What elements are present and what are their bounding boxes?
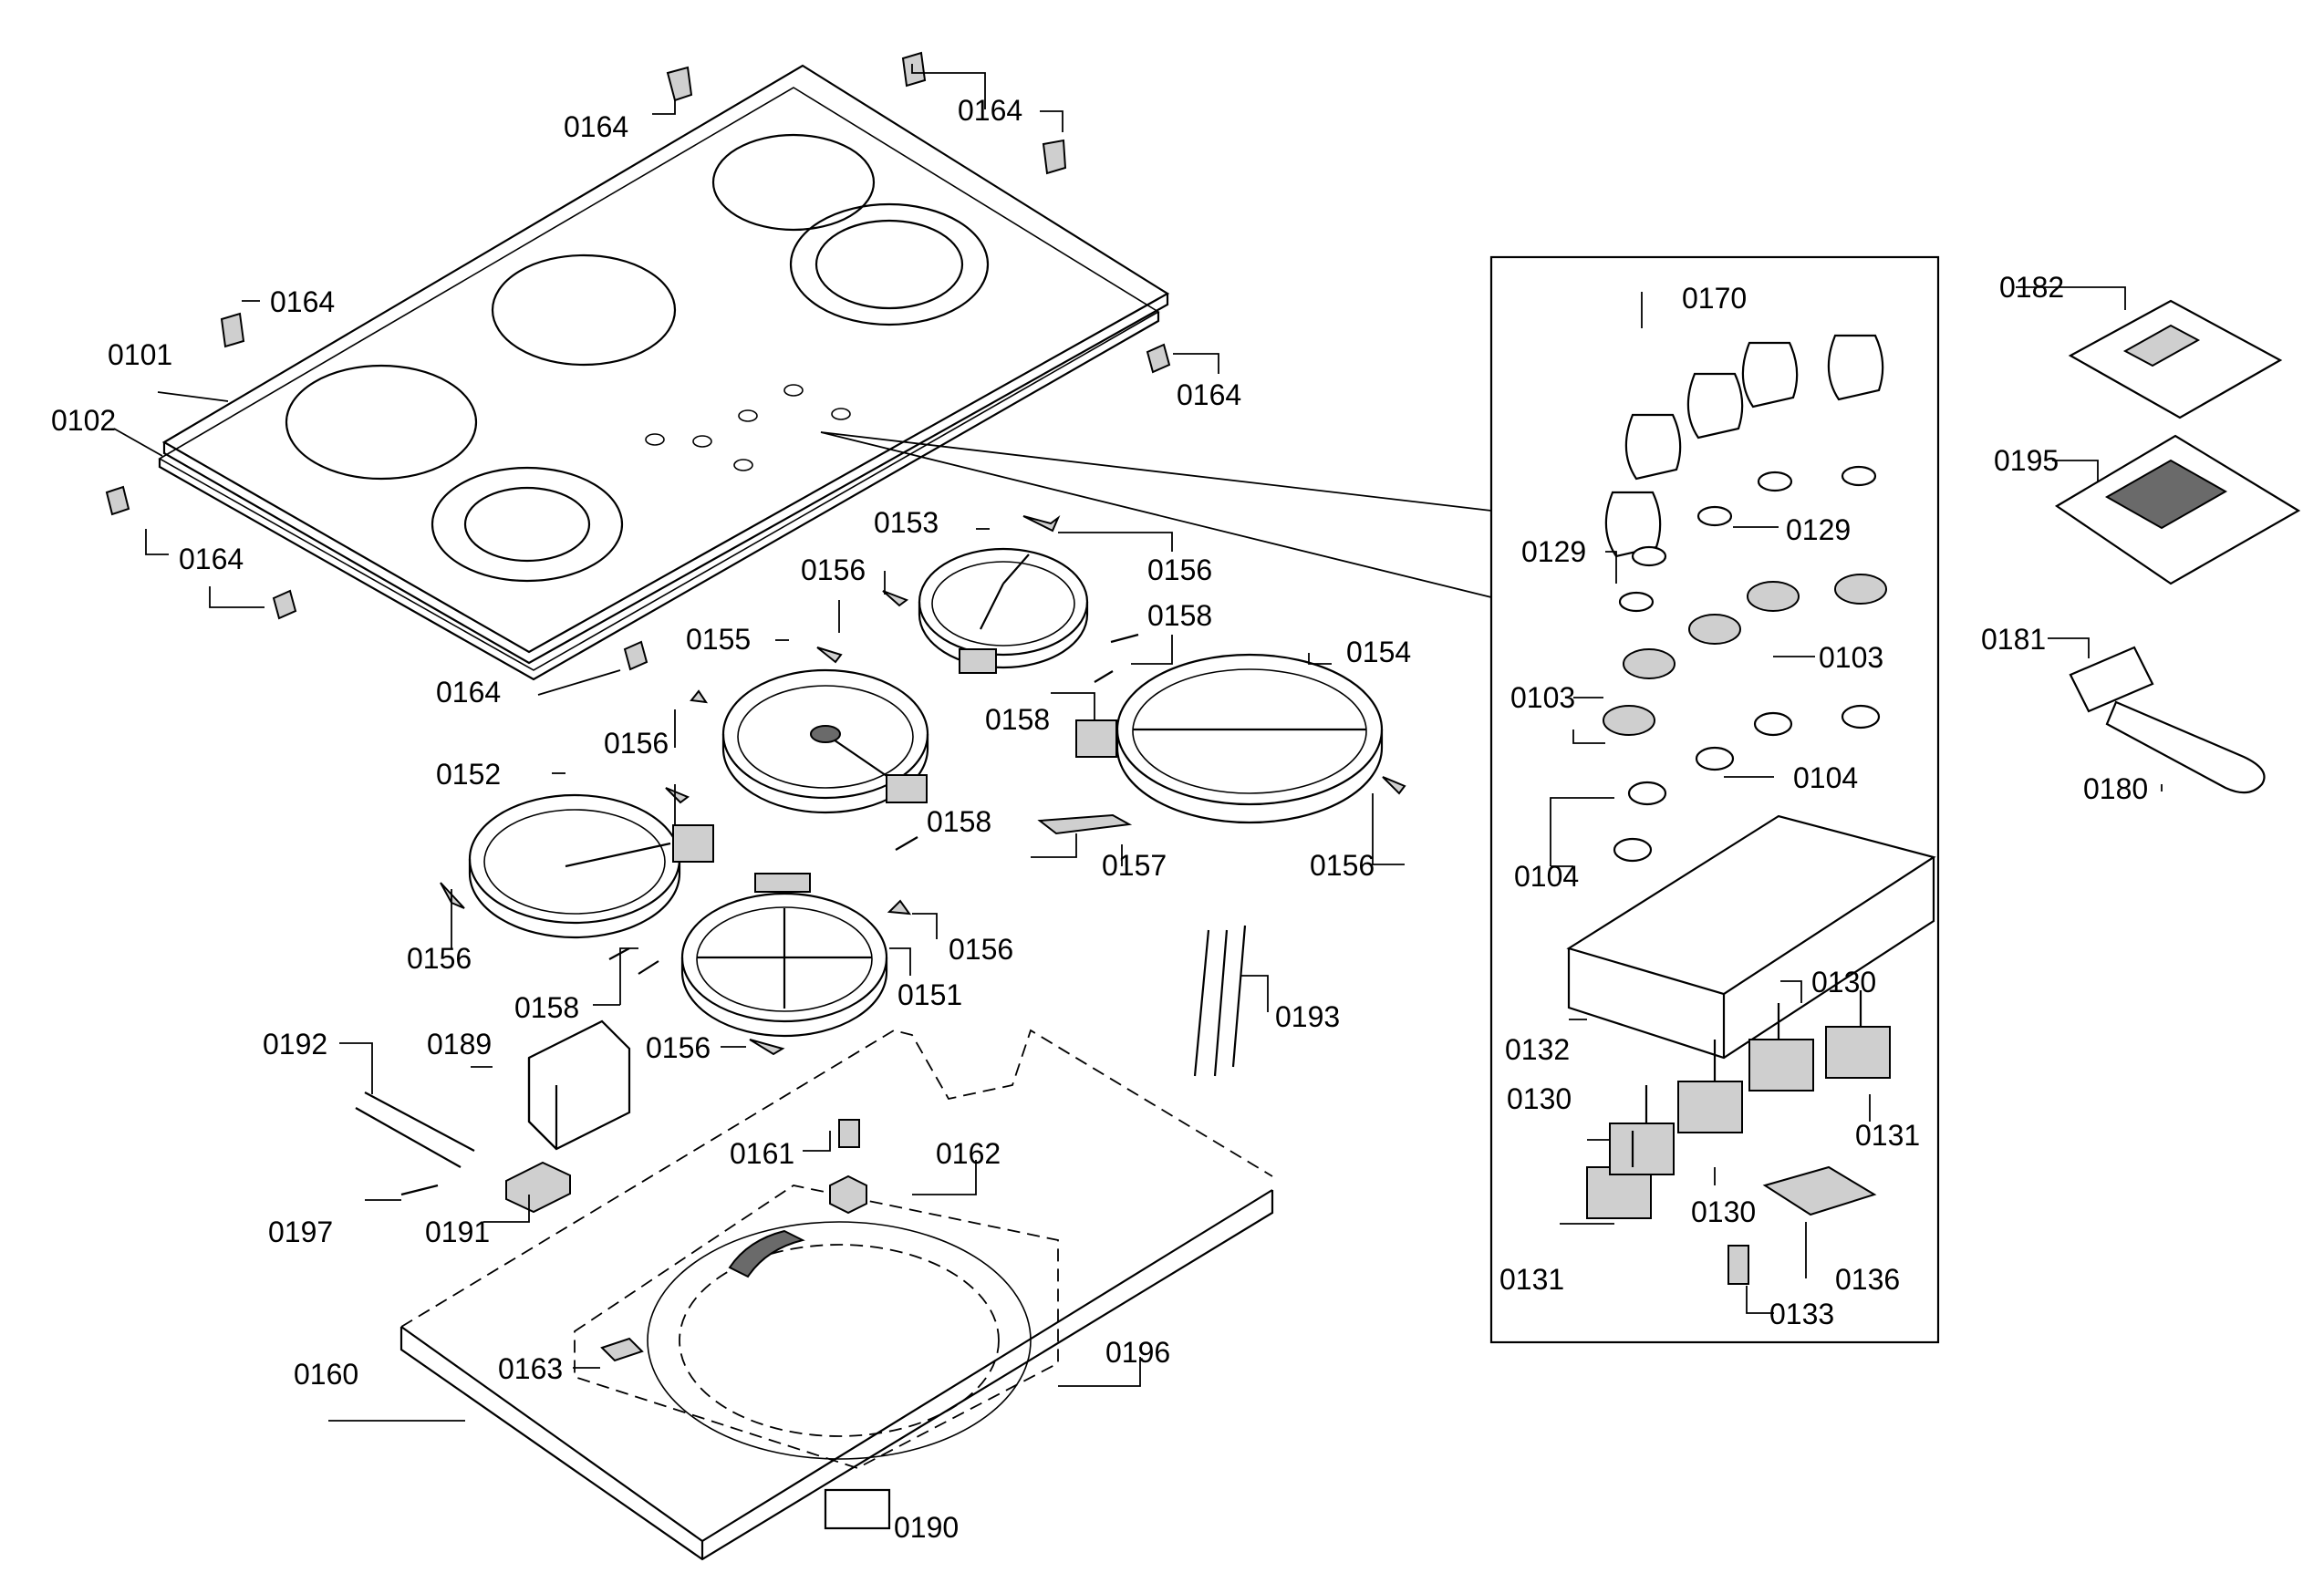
clip-0164-e [1146,343,1171,374]
label-0195: 0195 [1994,444,2059,477]
label-0103-b: 0103 [1510,681,1575,714]
clip-0164-h [623,640,648,671]
label-0180: 0180 [2083,772,2148,805]
label-0156-g: 0156 [646,1031,711,1064]
clip-0164-c [1042,139,1067,175]
leader-lines [113,64,2163,1422]
bag-0195 [2054,434,2301,585]
label-0156-d: 0156 [1310,849,1375,882]
grommet-0163 [600,1337,644,1362]
label-0161: 0161 [730,1137,794,1170]
bag-0182 [2068,299,2283,419]
label-0164-a: 0164 [564,110,628,143]
label-0170: 0170 [1682,282,1747,315]
cooktop-glass-top [158,64,1170,681]
heating-element-0155 [721,668,929,814]
knobs-0170 [1604,334,1884,558]
label-0164-b: 0164 [958,94,1022,127]
bezels-0103 [1603,574,1887,736]
label-0164-e: 0164 [179,543,244,575]
label-0129-a: 0129 [1786,513,1851,546]
heating-element-0153 [918,547,1089,674]
heating-element-0152 [468,793,714,939]
part-labels: 0164 0164 0164 0164 0164 0164 0101 0102 … [51,94,2148,1544]
bottom-tray-0160 [399,1029,1274,1561]
label-0156-c: 0156 [604,727,669,760]
wire-0158-parts [608,633,1139,975]
label-0197: 0197 [268,1216,333,1248]
label-0155: 0155 [686,623,751,656]
terminal-0191 [505,1161,571,1214]
label-0157: 0157 [1102,849,1167,882]
label-0193: 0193 [1275,1000,1340,1033]
clip-0164-a [666,66,693,102]
wire-set-0193 [1193,925,1247,1077]
clip-0164-b [901,51,927,88]
label-0104-a: 0104 [1793,761,1858,794]
label-0181: 0181 [1981,623,2046,656]
label-0131-a: 0131 [1855,1119,1920,1152]
label-0136: 0136 [1835,1263,1900,1296]
heating-element-0151 [680,873,888,1038]
label-0156-b: 0156 [801,554,866,586]
o-rings-0104 [1613,704,1881,863]
label-0103-a: 0103 [1819,641,1883,674]
heating-element-0154 [1075,653,1384,824]
label-0189: 0189 [427,1028,492,1061]
bracket-0189 [527,1019,631,1151]
label-0104-b: 0104 [1514,860,1579,893]
label-0164-d: 0164 [1177,378,1241,411]
label-0133: 0133 [1769,1298,1834,1330]
label-0130-a: 0130 [1811,966,1876,998]
limiter-0156-parts [440,514,1406,1056]
label-0190: 0190 [894,1511,959,1544]
tool-0180-0181 [2069,646,2266,794]
label-0102: 0102 [51,404,116,437]
wire-0157-part [1037,813,1133,835]
label-0131-b: 0131 [1499,1263,1564,1296]
label-0160: 0160 [294,1358,358,1391]
label-0162: 0162 [936,1137,1001,1170]
wires-0192-0197 [355,1092,475,1196]
label-0156-e: 0156 [949,933,1013,966]
washers-0129 [1618,465,1877,613]
label-0132: 0132 [1505,1033,1570,1066]
label-0192: 0192 [263,1028,327,1061]
label-0156-a: 0156 [1147,554,1212,586]
connector-0162 [829,1174,867,1215]
label-0152: 0152 [436,758,501,791]
label-0130-c: 0130 [1691,1195,1756,1228]
control-detail-panel [1489,255,1940,1344]
label-0182: 0182 [1999,271,2064,304]
label-0158-a: 0158 [1147,599,1212,632]
connector-0161 [838,1119,860,1148]
label-0158-b: 0158 [985,703,1050,736]
label-0164-f: 0164 [436,676,501,709]
terminal-block-0136 [1762,1165,1877,1216]
label-0153: 0153 [874,506,939,539]
control-panel-0132 [1566,814,1936,1060]
label-0196: 0196 [1105,1336,1170,1369]
label-0164-c: 0164 [270,285,335,318]
clip-0164-f [105,485,130,516]
label-0129-b: 0129 [1521,535,1586,568]
label-0101: 0101 [108,338,172,371]
label-0130-b: 0130 [1507,1082,1572,1115]
label-0191: 0191 [425,1216,490,1248]
label-0158-d: 0158 [514,991,579,1024]
clip-0164-d [220,312,245,348]
label-0163: 0163 [498,1352,563,1385]
switches-0130-0131 [1586,990,1891,1219]
clip-0164-g [272,589,297,620]
sensor-0133 [1727,1245,1749,1285]
label-0154: 0154 [1346,636,1411,668]
label-plate-0190 [824,1488,891,1530]
tray-outline-0196 [574,1185,1059,1469]
label-0156-f: 0156 [407,942,472,975]
label-0158-c: 0158 [927,805,991,838]
label-0151: 0151 [897,978,962,1011]
